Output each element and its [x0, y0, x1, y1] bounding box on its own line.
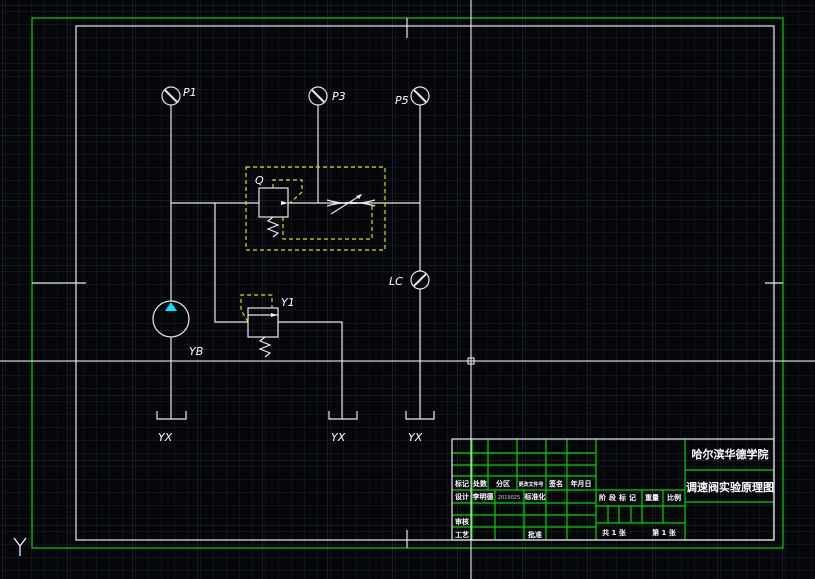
label-p3: P3	[332, 90, 346, 103]
pressure-gauge-p1	[161, 86, 181, 106]
label-p5: P5	[395, 94, 409, 107]
label-tank-2: YX	[331, 431, 346, 444]
standardize-label: 标准化	[524, 492, 546, 501]
y-axis-icon	[13, 537, 27, 556]
label-y1: Y1	[281, 296, 295, 309]
relief-valve-y1	[240, 294, 279, 358]
header-count: 处数	[472, 479, 488, 488]
sheet-number: 第 1 张	[652, 528, 677, 537]
pump-yb	[152, 300, 190, 338]
drawing-title: 调速阀实验原理图	[686, 480, 774, 494]
sheets-total: 共 1 张	[602, 528, 627, 537]
school-name: 哈尔滨华德学院	[692, 447, 769, 461]
approve-label: 批准	[528, 530, 542, 539]
label-tank-3: YX	[408, 431, 423, 444]
header-zone: 分区	[496, 479, 510, 488]
title-block	[451, 438, 775, 541]
tank-icons	[156, 411, 435, 420]
throttle-icon	[326, 194, 376, 215]
pressure-gauge-p3	[308, 86, 328, 106]
label-q: Q	[255, 174, 264, 187]
flow-meter-lc	[410, 270, 430, 290]
pressure-gauge-p5	[410, 86, 430, 106]
header-change-doc: 更改文件号	[518, 481, 543, 488]
pipelines	[170, 105, 421, 419]
header-mark: 标记	[454, 479, 469, 488]
label-p1: P1	[183, 86, 197, 99]
designer-name: 李明德	[472, 492, 494, 501]
label-lc: LC	[389, 275, 403, 288]
label-yb: YB	[189, 345, 203, 358]
design-date: 2019025	[498, 495, 520, 501]
process-label: 工艺	[455, 530, 469, 539]
review-label: 审核	[455, 517, 469, 526]
label-tank-1: YX	[158, 431, 173, 444]
scale-label: 比例	[667, 493, 681, 502]
center-marks	[32, 18, 783, 548]
stage-mark-label: 阶段标记	[599, 493, 639, 502]
design-label: 设计	[455, 492, 469, 501]
header-signature: 签名	[548, 479, 563, 488]
speed-control-valve-q	[245, 166, 386, 251]
header-date: 年月日	[571, 479, 592, 488]
weight-label: 重量	[645, 493, 659, 502]
